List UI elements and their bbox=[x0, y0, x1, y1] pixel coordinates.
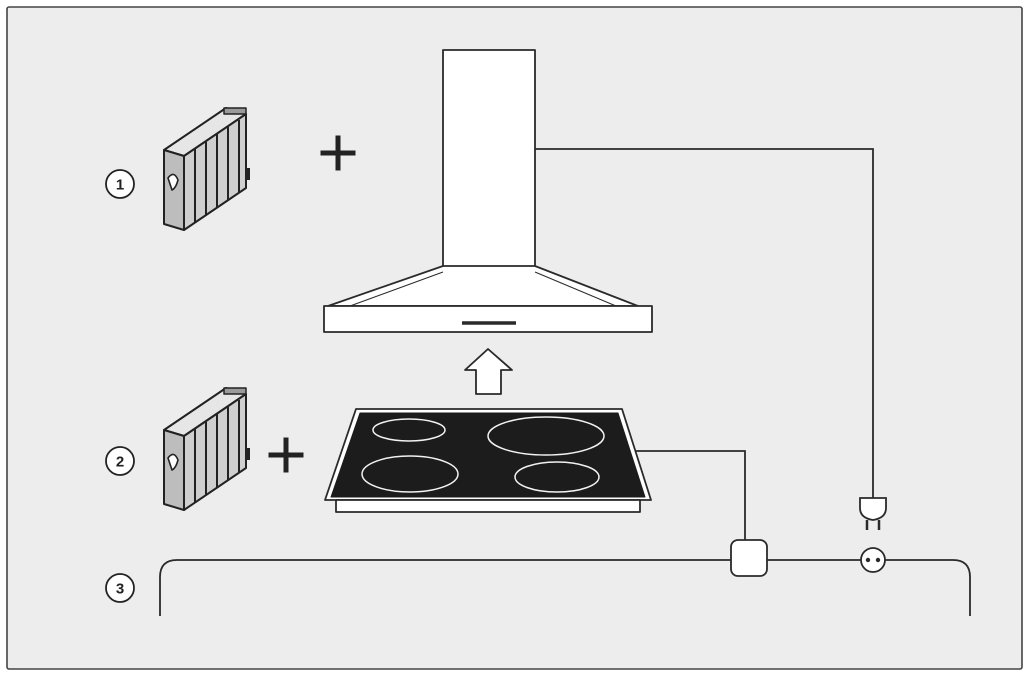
filter-cartridge-icon bbox=[163, 107, 250, 231]
plus-icon bbox=[320, 135, 356, 171]
cooking-zone bbox=[487, 416, 605, 456]
cooking-zone bbox=[361, 455, 459, 493]
step-2-number: 2 bbox=[116, 454, 124, 471]
plus-icon bbox=[268, 437, 304, 473]
diagram-frame bbox=[6, 6, 1023, 670]
up-arrow-icon bbox=[464, 348, 513, 395]
step-1-marker: 1 bbox=[105, 169, 135, 199]
junction-box-icon bbox=[730, 539, 768, 577]
step-3-marker: 3 bbox=[105, 573, 135, 603]
mains-supply-line bbox=[159, 559, 971, 616]
chimney-cooker-hood-icon bbox=[323, 49, 653, 333]
hood-power-cable bbox=[535, 148, 874, 498]
induction-hob-icon bbox=[324, 408, 652, 513]
step-1-number: 1 bbox=[116, 177, 124, 194]
step-2-marker: 2 bbox=[105, 446, 135, 476]
hob-power-cable bbox=[636, 450, 746, 540]
cooking-zone bbox=[372, 418, 446, 442]
wall-socket-icon bbox=[860, 547, 886, 573]
cooking-zone bbox=[514, 461, 600, 493]
step-3-number: 3 bbox=[116, 581, 124, 598]
filter-cartridge-icon bbox=[163, 387, 250, 511]
power-plug-icon bbox=[859, 497, 887, 530]
